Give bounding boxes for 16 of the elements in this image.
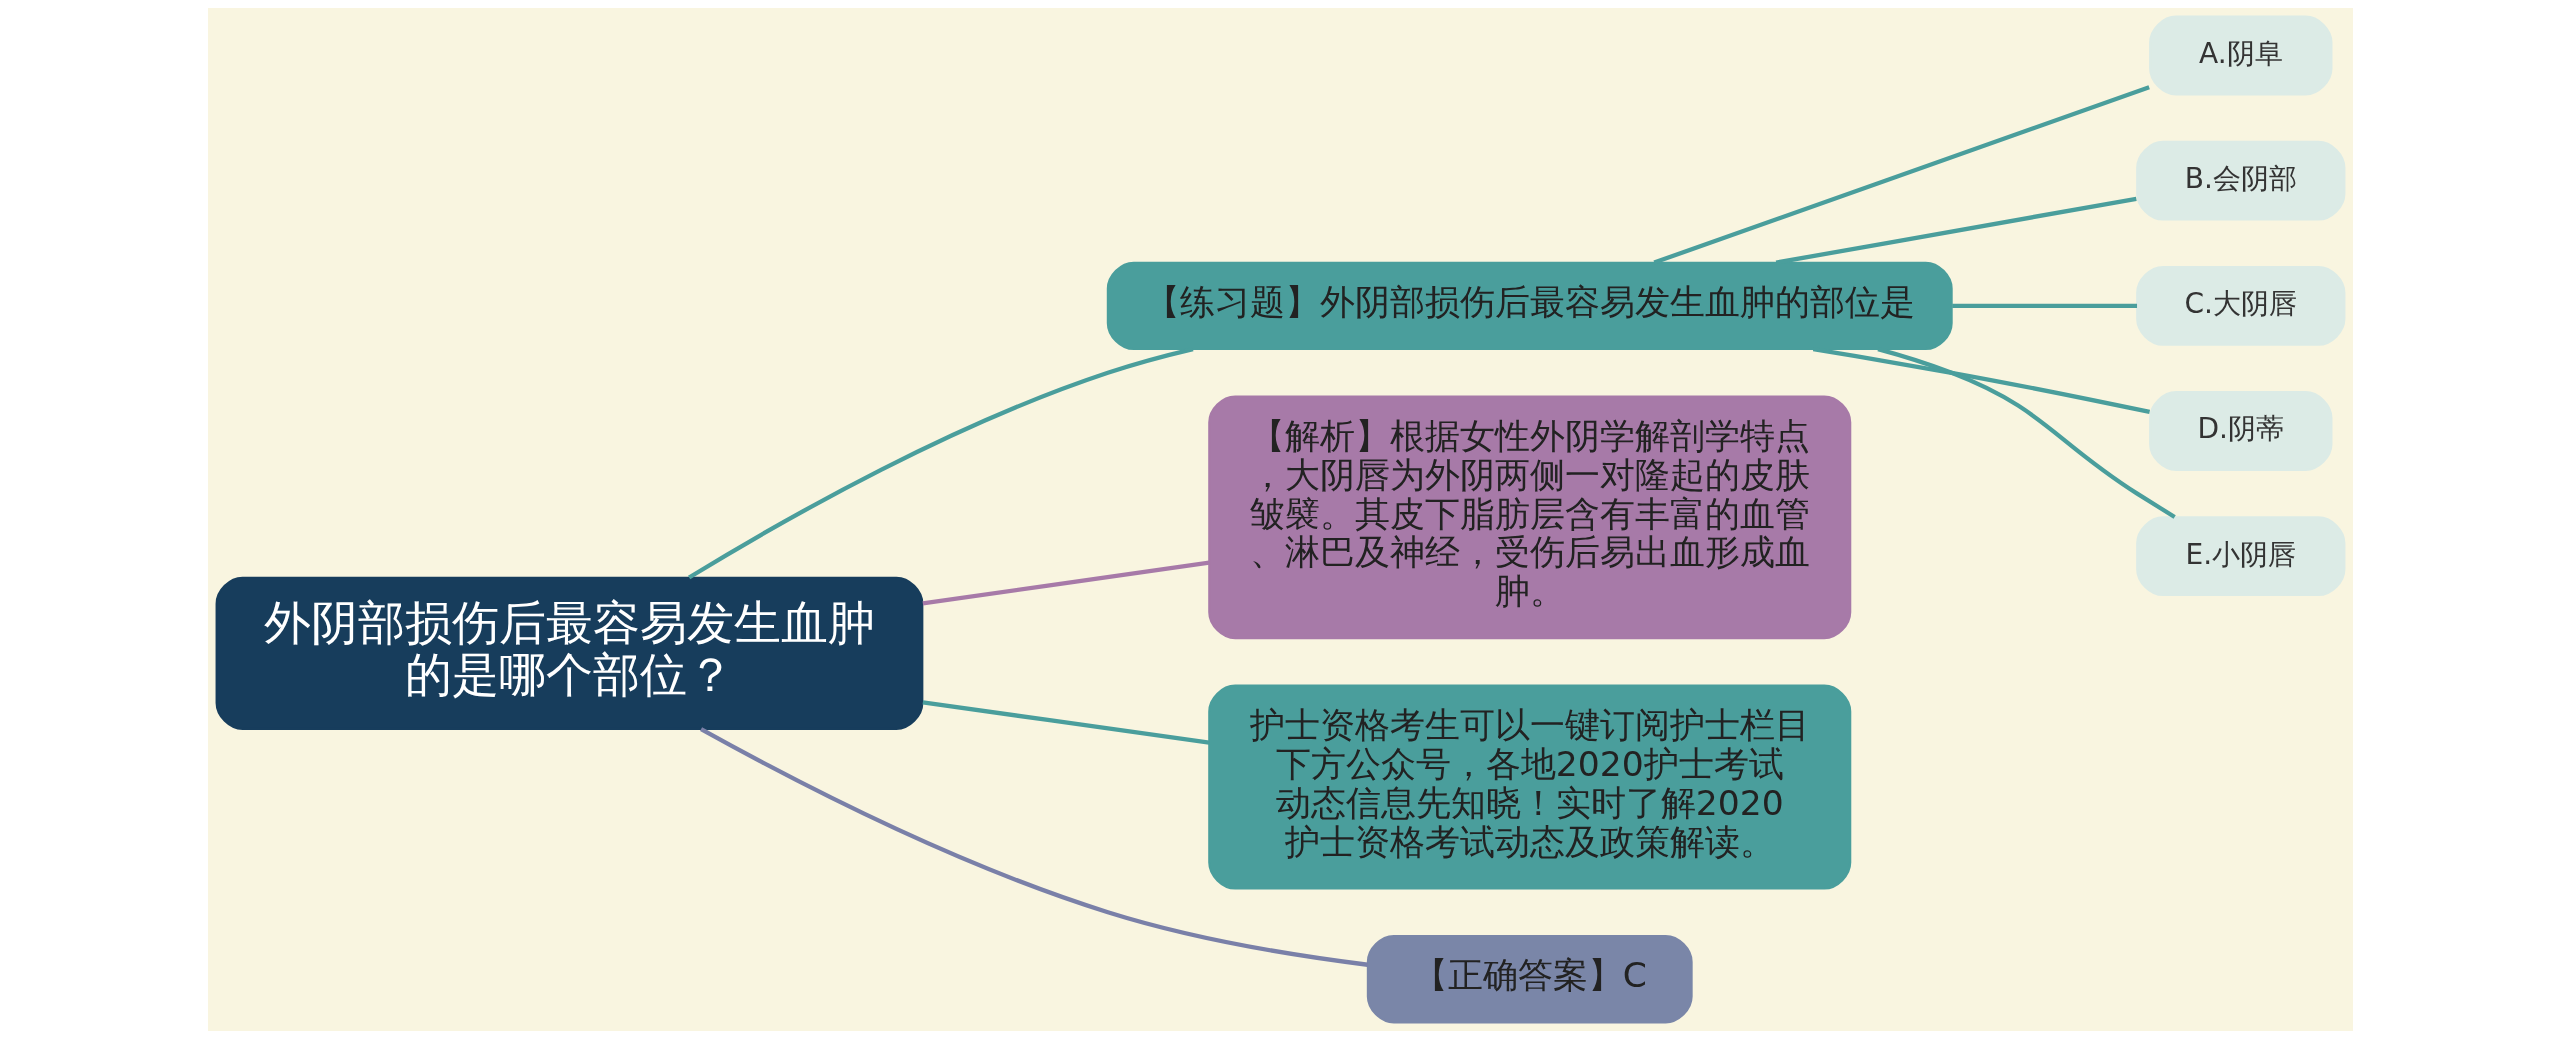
- connector: [1775, 196, 2137, 265]
- node-box: C.大阴唇: [2135, 265, 2345, 346]
- node-box: E.小阴唇: [2135, 516, 2345, 597]
- node-box: D.阴蒂: [2148, 391, 2332, 471]
- node-box: 【正确答案】C: [1366, 934, 1693, 1024]
- connector: [1652, 85, 2150, 265]
- node-box: B.会阴部: [2135, 140, 2345, 221]
- connector: [922, 700, 1209, 745]
- node-box: A.阴阜: [2148, 15, 2332, 96]
- node-box: 护士资格考生可以一键订阅护士栏目下方公众号，各地2020护士考试动态信息先知晓！实时了解2020护士资格考试动态及政策解读。: [1207, 684, 1851, 890]
- node-box: 【解析】根据女性外阴学解剖学特点，大阴唇为外阴两侧一对隆起的皮肤皱襞。其皮下脂肪层含有丰富的血管、淋巴及神经，受伤后易出血形成血肿。: [1207, 395, 1851, 640]
- node-box: 外阴部损伤后最容易发生血肿的是哪个部位？: [215, 576, 923, 730]
- node-box: 【练习题】外阴部损伤后最容易发生血肿的部位是: [1106, 261, 1953, 351]
- connector: [699, 727, 1368, 967]
- connector: [1951, 303, 2137, 309]
- connector: [922, 560, 1209, 606]
